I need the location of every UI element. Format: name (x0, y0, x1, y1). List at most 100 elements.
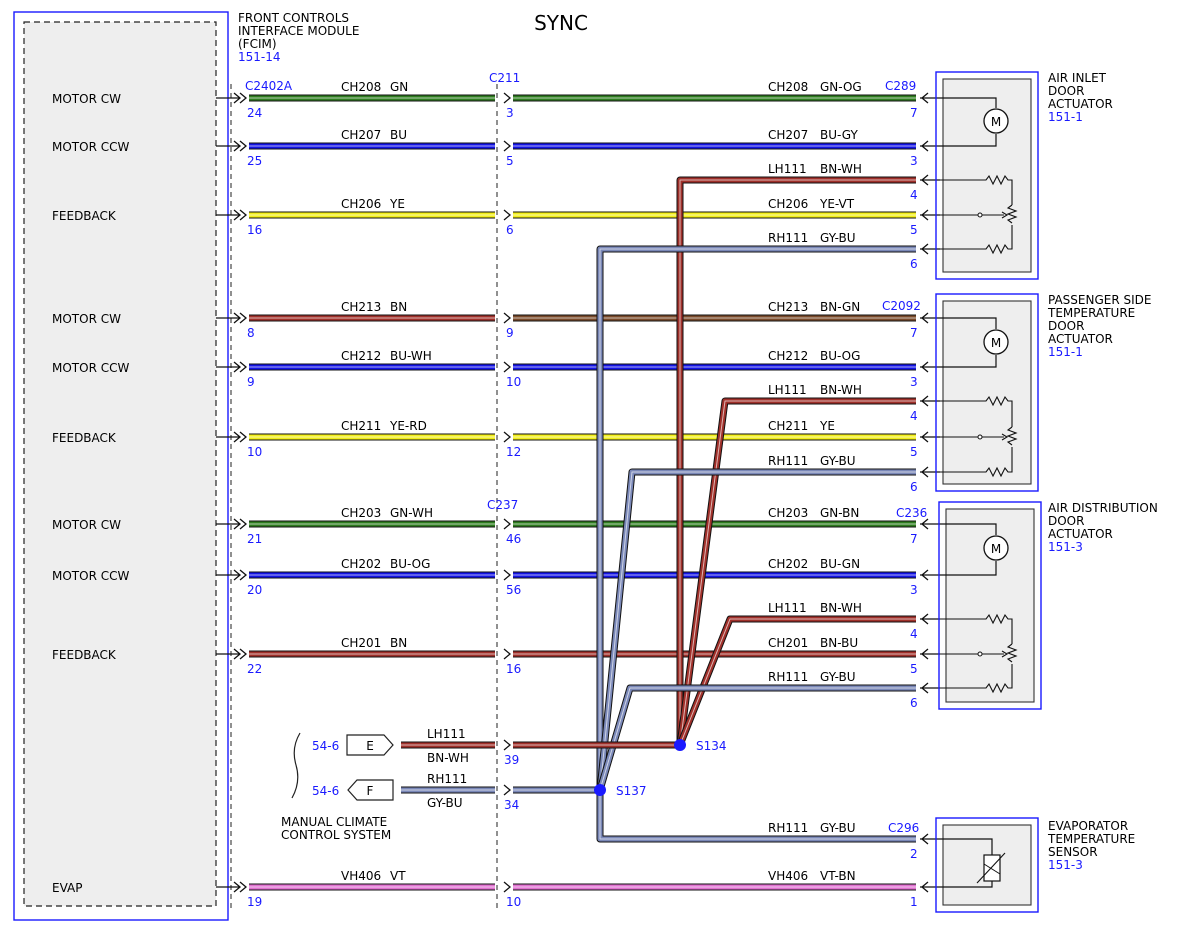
actuator-name: TEMPERATURE (1047, 832, 1135, 846)
supply-wire-stripe (679, 618, 916, 746)
pin-number: 12 (506, 445, 521, 459)
actuator-name: ACTUATOR (1048, 97, 1113, 111)
actuator-name: PASSENGER SIDE (1048, 293, 1151, 307)
wire-color-label: VT (390, 869, 406, 883)
pin-number: 25 (247, 154, 262, 168)
actuator-connector: C289 (885, 79, 916, 93)
actuator-name: AIR DISTRIBUTION (1048, 501, 1158, 515)
arrow-right (239, 648, 248, 660)
circuit-label: CH212 (768, 349, 808, 363)
actuator-border (935, 293, 1039, 492)
fcim-name: INTERFACE MODULE (238, 24, 359, 38)
fcim-pin-label: MOTOR CCW (52, 140, 129, 154)
pin-number: 5 (910, 445, 918, 459)
arrow-right (503, 648, 512, 660)
wiper-arrow (1001, 433, 1009, 441)
wire-color-label: BN-GN (820, 300, 860, 314)
circuit-label: CH213 (768, 300, 808, 314)
wire-color-label: BU (390, 128, 407, 142)
pin-number: 24 (247, 106, 262, 120)
fcim-pin-label: FEEDBACK (52, 209, 117, 223)
supply-wire-outline (596, 790, 916, 843)
pin-number: 4 (910, 409, 918, 423)
wire-color-label: BN (390, 636, 407, 650)
circuit-label: LH111 (427, 727, 466, 741)
circuit-label: CH212 (341, 349, 381, 363)
pin-number: 16 (506, 662, 521, 676)
motor-icon-glyph: M (991, 336, 1001, 350)
pin-number: 56 (506, 583, 521, 597)
arrow-right (239, 361, 248, 373)
fcim-module-border (13, 11, 229, 921)
circuit-label: CH201 (341, 636, 381, 650)
circuit-label: CH208 (768, 80, 808, 94)
circuit-label: RH111 (768, 821, 808, 835)
actuator-border (935, 817, 1039, 913)
actuator-name: EVAPORATOR (1048, 819, 1128, 833)
arrow-left (920, 174, 929, 186)
offpage-connector (346, 734, 394, 756)
resistor-bottom (940, 664, 1013, 694)
splice-dot (594, 784, 606, 796)
circuit-label: RH111 (427, 772, 467, 786)
actuator-ref: 151-3 (1048, 858, 1083, 872)
motor-icon (983, 108, 1009, 134)
arrow-left (920, 881, 929, 893)
wire-color-label: YE-RD (389, 419, 427, 433)
wire-color-label: BN (390, 300, 407, 314)
wire-color-label: GY-BU (427, 796, 463, 810)
wire-color-label: BU-OG (390, 557, 430, 571)
arrow-right (233, 431, 242, 443)
manual-system-label: CONTROL SYSTEM (281, 828, 391, 842)
actuator-name: SENSOR (1048, 845, 1098, 859)
supply-wire-outline (596, 684, 916, 791)
wire-color-label: BN-WH (427, 751, 469, 765)
arrow-left (920, 648, 929, 660)
fcim-ref: 151-14 (238, 50, 281, 64)
arrow-left (920, 312, 929, 324)
arrow-right (503, 881, 512, 893)
arrow-left (920, 395, 929, 407)
resistor-top (940, 395, 1013, 427)
actuator-ref: 151-3 (1048, 540, 1083, 554)
fcim-pin-label: EVAP (52, 881, 82, 895)
arrow-left (920, 833, 929, 845)
arrow-right (233, 140, 242, 152)
actuator-name: DOOR (1048, 319, 1084, 333)
diagram-title: SYNC (534, 11, 588, 35)
actuator-name: AIR INLET (1048, 71, 1107, 85)
fcim-pin-label: FEEDBACK (52, 431, 117, 445)
wire-color-label: BN-BU (820, 636, 858, 650)
circuit-label: RH111 (768, 670, 808, 684)
motor-icon (983, 329, 1009, 355)
pin-number: 22 (247, 662, 262, 676)
supply-wire-stripe (599, 790, 916, 840)
actuator-name: DOOR (1048, 514, 1084, 528)
arrow-left (920, 361, 929, 373)
circuit-label: CH202 (341, 557, 381, 571)
sensor-lead (940, 838, 993, 855)
arrow-right (239, 140, 248, 152)
supply-wire (597, 790, 916, 842)
wiper-node (977, 212, 983, 218)
wire-color-label: BN-WH (820, 383, 862, 397)
pin-number: 16 (247, 223, 262, 237)
arrow-right (233, 209, 242, 221)
structure-layer (13, 11, 1042, 921)
wire-color-label: YE-VT (819, 197, 855, 211)
supply-wire-stripe (679, 400, 916, 746)
wire-color-label: GN-WH (390, 506, 433, 520)
offpage-letter: F (367, 784, 374, 798)
pin-number: 39 (504, 753, 519, 767)
fcim-pin-label: MOTOR CW (52, 92, 121, 106)
supply-wire-outline (596, 245, 916, 790)
arrow-left (920, 569, 929, 581)
connector-c237: C237 (487, 498, 518, 512)
motor-lead (940, 134, 997, 147)
actuator-body (942, 300, 1032, 485)
pin-number: 3 (506, 106, 514, 120)
wire-color-label: GY-BU (820, 454, 856, 468)
circuit-label: CH207 (768, 128, 808, 142)
connector-c211: C211 (489, 71, 520, 85)
